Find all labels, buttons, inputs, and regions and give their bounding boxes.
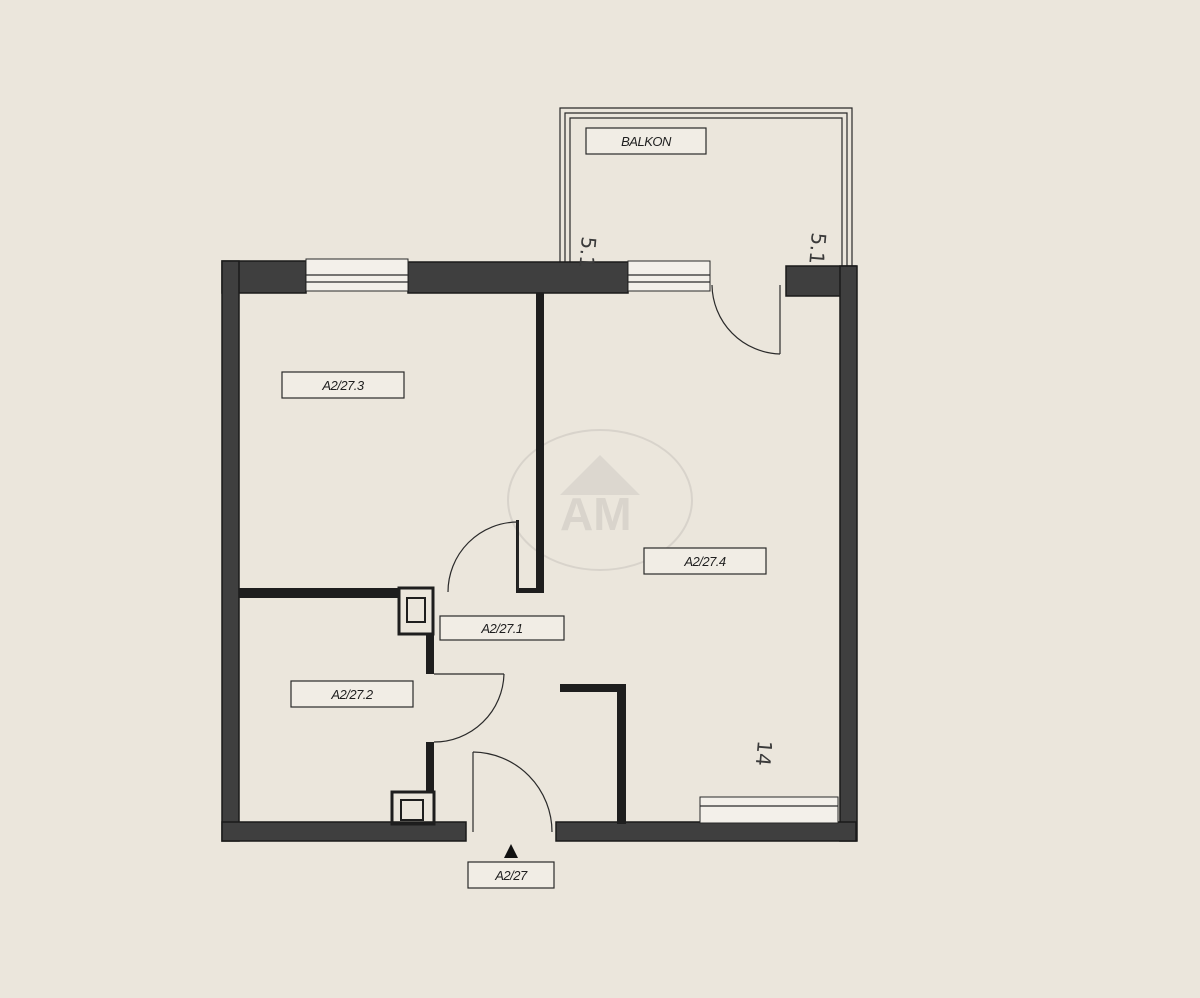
windows <box>305 258 839 824</box>
entrance-label-text: A2/27 <box>494 868 528 883</box>
balcony <box>559 107 853 268</box>
outer-walls <box>221 260 858 842</box>
room-label-4: A2/27.4 <box>643 547 767 575</box>
entrance-label: A2/27 <box>467 861 555 889</box>
room-label-2: A2/27.2 <box>290 680 414 708</box>
room-label-3: A2/27.3 <box>281 371 405 399</box>
room-label-balcony-text: BALKON <box>621 134 672 149</box>
handwritten-room-4-corner: 14 <box>751 740 777 767</box>
room-label-1: A2/27.1 <box>439 615 565 641</box>
room-label-4-text: A2/27.4 <box>683 554 726 569</box>
room-label-1-text: A2/27.1 <box>480 621 523 636</box>
doors <box>433 284 781 858</box>
room-label-2-text: A2/27.2 <box>330 687 374 702</box>
handwritten-balcony-right: 5.1 <box>804 232 831 266</box>
room-label-balcony: BALKON <box>585 127 707 155</box>
room-label-3-text: A2/27.3 <box>321 378 365 393</box>
handwritten-balcony-left: 5.1 <box>574 236 601 270</box>
watermark-text: AM <box>560 488 632 540</box>
watermark: AM <box>507 429 693 571</box>
